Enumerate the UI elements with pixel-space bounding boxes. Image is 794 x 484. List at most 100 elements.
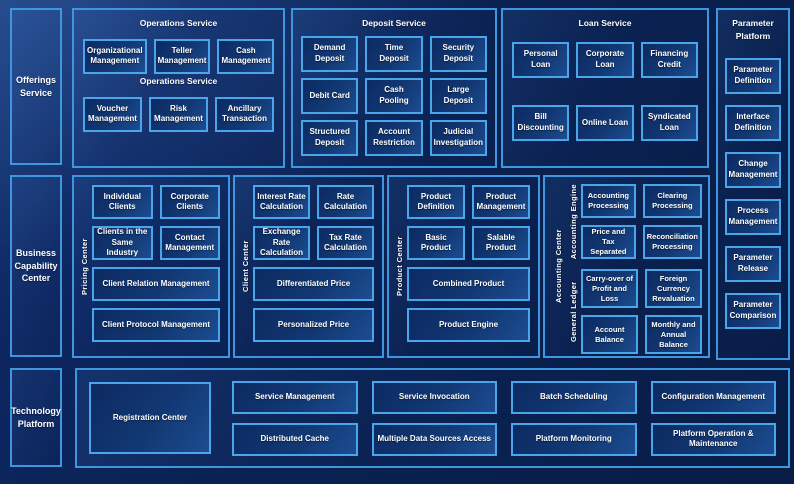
box-structured-deposit: Structured Deposit [301,119,359,156]
box-combined-product: Combined Product [407,267,530,301]
box-syndicated-loan: Syndicated Loan [640,104,698,141]
pricing-center-content: Individual Clients Corporate Clients Cli… [92,185,220,348]
accounting-groups: Accounting Engine Accounting Processing … [566,184,702,355]
deposit-title: Deposit Service [362,18,426,28]
parameter-platform-title: Parameter Platform [732,18,774,41]
box-time-deposit: Time Deposit [365,35,423,72]
box-service-invocation: Service Invocation [371,380,497,414]
panel-product-center: Product Center Product Definition Produc… [387,175,540,358]
box-platform-operation-maintenance: Platform Operation & Maintenance [650,422,776,456]
panel-accounting-center: Accounting Center Accounting Engine Acco… [543,175,710,358]
panel-technology-platform: Registration Center Service Management S… [75,368,790,468]
general-ledger-vertical-label: General Ledger [569,281,578,342]
box-risk-management: Risk Management [149,96,208,132]
group-accounting-engine: Accounting Engine Accounting Processing … [566,184,702,259]
box-change-management: Change Management [725,151,781,188]
panel-parameter-platform: Parameter Platform Parameter Definition … [716,8,790,360]
rail-offerings-service: Offerings Service [10,8,62,165]
box-platform-monitoring: Platform Monitoring [511,422,637,456]
box-service-management: Service Management [232,380,358,414]
group-general-ledger: General Ledger Carry-over of Profit and … [566,269,702,355]
box-online-loan: Online Loan [576,104,634,141]
loan-title: Loan Service [578,18,632,28]
panel-operations-service: Operations Service Organizational Manage… [72,8,285,168]
rail-business-capability-center: Business Capability Center [10,175,62,357]
panel-loan-service: Loan Service Personal Loan Corporate Loa… [501,8,709,168]
box-security-deposit: Security Deposit [429,35,487,72]
rail-offerings-label: Offerings Service [15,74,56,98]
box-tax-rate-calculation: Tax Rate Calculation [317,226,374,260]
rail-technology-label: Technology Platform [11,405,61,429]
box-client-relation-management: Client Relation Management [92,267,220,301]
box-process-management: Process Management [725,198,781,235]
box-personalized-price: Personalized Price [253,308,374,342]
box-distributed-cache: Distributed Cache [232,422,358,456]
box-clients-same-industry: Clients in the Same Industry [92,226,153,260]
box-debit-card: Debit Card [301,77,359,114]
client-center-content: Interest Rate Calculation Rate Calculati… [253,185,374,348]
box-monthly-annual-balance: Monthly and Annual Balance [645,315,702,355]
box-interface-definition: Interface Definition [725,104,781,141]
box-individual-clients: Individual Clients [92,185,153,219]
box-configuration-management: Configuration Management [650,380,776,414]
box-personal-loan: Personal Loan [512,41,570,78]
box-product-definition: Product Definition [407,185,465,219]
box-basic-product: Basic Product [407,226,465,260]
box-accounting-processing: Accounting Processing [581,184,636,218]
box-multiple-data-sources-access: Multiple Data Sources Access [371,422,497,456]
product-center-content: Product Definition Product Management Ba… [407,185,530,348]
operations-title: Operations Service [139,18,218,28]
box-cash-pooling: Cash Pooling [365,77,423,114]
box-product-engine: Product Engine [407,308,530,342]
box-cash-management: Cash Management [217,38,275,74]
box-clearing-processing: Clearing Processing [642,184,702,218]
operations-row-2: Voucher Management Risk Management Ancil… [83,96,274,132]
box-bill-discounting: Bill Discounting [512,104,570,141]
box-financing-credit: Financing Credit [640,41,698,78]
box-carry-over-profit-loss: Carry-over of Profit and Loss [581,269,638,309]
box-rate-calculation: Rate Calculation [317,185,374,219]
box-reconciliation-processing: Reconciliation Processing [642,225,702,260]
box-parameter-comparison: Parameter Comparison [725,292,781,329]
panel-pricing-center: Pricing Center Individual Clients Corpor… [72,175,230,358]
box-parameter-release: Parameter Release [725,245,781,282]
client-center-vertical-label: Client Center [241,240,250,293]
accounting-engine-vertical-label: Accounting Engine [569,184,578,260]
box-differentiated-price: Differentiated Price [253,267,374,301]
rail-technology-platform: Technology Platform [10,368,62,467]
box-corporate-clients: Corporate Clients [159,185,220,219]
loan-row-1: Personal Loan Corporate Loan Financing C… [512,41,698,78]
box-salable-product: Salable Product [472,226,530,260]
box-exchange-rate-calculation: Exchange Rate Calculation [253,226,310,260]
box-large-deposit: Large Deposit [429,77,487,114]
box-account-restriction: Account Restriction [365,119,423,156]
box-demand-deposit: Demand Deposit [301,35,359,72]
deposit-row-3: Structured Deposit Account Restriction J… [301,119,487,156]
box-contact-management: Contact Management [159,226,220,260]
box-foreign-currency-revaluation: Foreign Currency Revaluation [645,269,702,309]
box-account-balance: Account Balance [581,315,638,355]
box-client-protocol-management: Client Protocol Management [92,308,220,342]
box-batch-scheduling: Batch Scheduling [511,380,637,414]
loan-row-2: Bill Discounting Online Loan Syndicated … [512,104,698,141]
operations-row-1: Organizational Management Teller Managem… [83,38,275,74]
box-organizational-management: Organizational Management [83,38,147,74]
pricing-center-vertical-label: Pricing Center [80,238,89,295]
product-center-vertical-label: Product Center [395,236,404,297]
box-parameter-definition: Parameter Definition [725,57,781,94]
rail-capability-label: Business Capability Center [14,248,58,284]
panel-deposit-service: Deposit Service Demand Deposit Time Depo… [291,8,497,168]
deposit-row-1: Demand Deposit Time Deposit Security Dep… [301,35,487,72]
panel-client-center: Client Center Interest Rate Calculation … [233,175,384,358]
technology-grid: Service Management Service Invocation Ba… [232,380,776,456]
box-interest-rate-calculation: Interest Rate Calculation [253,185,310,219]
box-ancillary-transaction: Ancillary Transaction [215,96,274,132]
accounting-center-vertical-label: Accounting Center [554,229,563,304]
box-corporate-loan: Corporate Loan [576,41,634,78]
box-voucher-management: Voucher Management [83,96,142,132]
box-teller-management: Teller Management [153,38,211,74]
deposit-row-2: Debit Card Cash Pooling Large Deposit [301,77,487,114]
box-product-management: Product Management [472,185,530,219]
box-judicial-investigation: Judicial Investigation [429,119,487,156]
